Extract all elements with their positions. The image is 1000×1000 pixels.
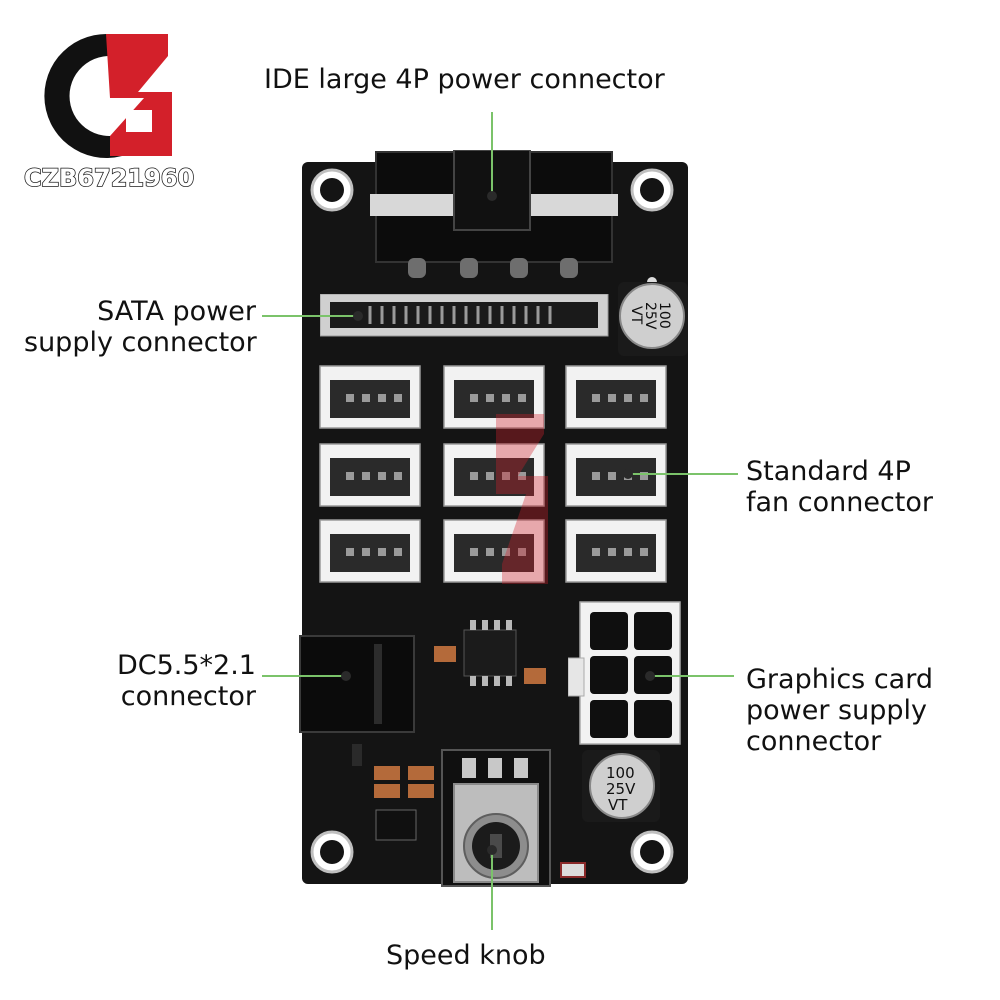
gpu-connector-label: Graphics card power supply connector xyxy=(746,664,933,757)
mounting-hole xyxy=(310,168,674,874)
fan-connector-label: Standard 4P fan connector xyxy=(746,456,933,518)
fan-connector-grid xyxy=(319,365,667,584)
brand-logo xyxy=(44,33,172,159)
watermark-logo xyxy=(496,414,548,584)
speed-knob-label: Speed knob xyxy=(386,940,546,971)
capacitor-top-label-2: 25V xyxy=(642,302,658,330)
logo-z-shape xyxy=(106,34,172,156)
dc-connector-label: DC5.5*2.1 connector xyxy=(116,650,256,712)
status-led xyxy=(560,862,586,878)
sata-connector-label: SATA power supply connector xyxy=(24,296,257,358)
ide-connector xyxy=(370,150,618,278)
capacitor-bottom: 100 25V VT xyxy=(582,750,660,822)
capacitor-bottom-label-1: 100 xyxy=(606,764,635,782)
logo-c-shape xyxy=(44,33,122,159)
dc-jack xyxy=(299,635,415,733)
capacitor-bottom-label-2: 25V xyxy=(606,780,636,798)
capacitor-bottom-label-3: VT xyxy=(608,796,628,814)
ide-connector-label: IDE large 4P power connector xyxy=(264,64,665,95)
capacitor-top-label-3: VT xyxy=(628,306,644,325)
controller-chip xyxy=(434,620,546,686)
gpu-connector xyxy=(568,601,681,745)
sata-connector xyxy=(320,294,609,337)
brand-watermark-text: CZB6721960 xyxy=(23,163,195,193)
capacitor-top-label-1: 100 xyxy=(656,302,672,329)
smd-components xyxy=(352,744,434,841)
speed-knob xyxy=(441,749,551,887)
capacitor-top: 100 25V VT xyxy=(618,277,688,356)
